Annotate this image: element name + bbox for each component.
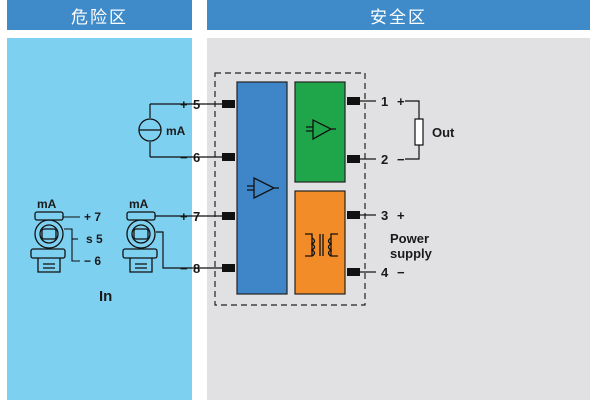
transmitter-1-wiring <box>63 216 80 262</box>
terminal-4 <box>347 268 360 276</box>
terminal-3 <box>347 211 360 219</box>
transformer-icon <box>305 233 338 257</box>
transmitter-1-pin-plus: + 7 <box>84 210 101 224</box>
safe-zone-header: 安全区 <box>207 0 590 30</box>
ammeter-wiring <box>149 103 222 158</box>
terminal-2-label: 2 <box>381 152 388 167</box>
transmitter-1-pin-s: s 5 <box>86 232 103 246</box>
output-module <box>294 81 346 183</box>
terminal-4-sign: − <box>397 265 405 280</box>
terminal-6 <box>222 153 235 161</box>
terminal-1-label: 1 <box>381 94 388 109</box>
power-wiring <box>360 214 376 273</box>
terminal-4-label: 4 <box>381 265 389 280</box>
terminal-1 <box>347 97 360 105</box>
terminal-1-sign: + <box>397 94 405 109</box>
resistor-icon <box>414 118 424 146</box>
amplifier-icon <box>306 118 336 141</box>
terminal-8 <box>222 264 235 272</box>
power-supply-label-line1: Power <box>390 231 429 246</box>
transmitter-icon <box>122 211 158 273</box>
terminal-5 <box>222 100 235 108</box>
transmitter-icon <box>30 211 66 273</box>
isolator-enclosure <box>214 72 366 306</box>
terminal-2 <box>347 155 360 163</box>
transmitter-1-unit: mA <box>37 197 57 211</box>
terminal-3-sign: + <box>397 208 405 223</box>
output-wiring <box>360 100 420 160</box>
output-label: Out <box>432 125 455 140</box>
input-label: In <box>99 288 112 305</box>
hazardous-zone <box>7 38 192 400</box>
terminal-3-label: 3 <box>381 208 388 223</box>
input-module <box>236 81 288 295</box>
amplifier-icon <box>247 176 279 200</box>
transmitter-1-pin-minus: − 6 <box>84 254 101 268</box>
transmitter-2-wiring <box>155 215 222 269</box>
hazardous-zone-header: 危险区 <box>7 0 192 30</box>
transmitter-2-unit: mA <box>129 197 149 211</box>
safe-zone-title: 安全区 <box>370 7 427 28</box>
power-supply-label-line2: supply <box>390 246 433 261</box>
terminal-2-sign: − <box>397 152 405 167</box>
terminal-7 <box>222 212 235 220</box>
hazardous-zone-title: 危险区 <box>71 7 128 28</box>
ammeter-unit: mA <box>166 124 186 138</box>
ammeter-icon <box>138 118 162 142</box>
